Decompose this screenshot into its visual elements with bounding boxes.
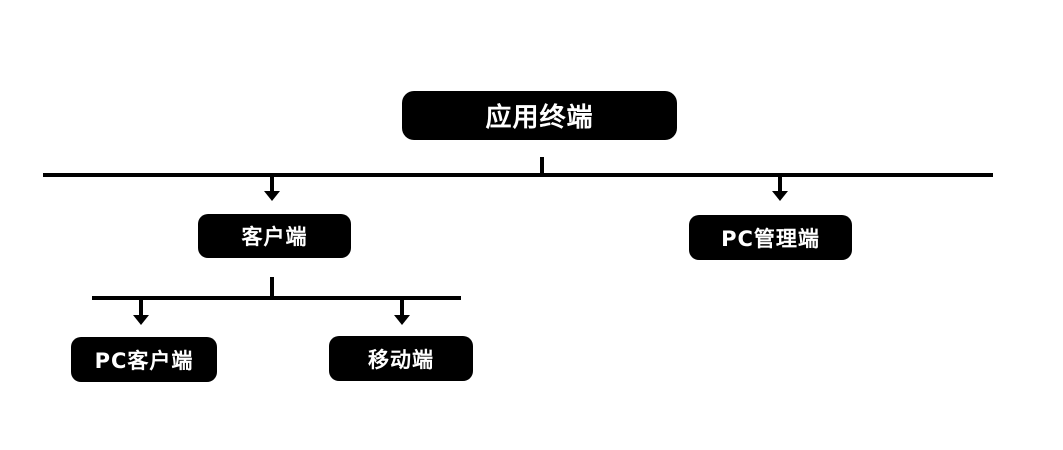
node-client: 客户端 xyxy=(198,214,351,258)
node-pc-client-label: PC客户端 xyxy=(94,348,194,373)
arrow-down-to-pc-admin-icon xyxy=(772,191,788,201)
connector-stub-root xyxy=(540,157,544,175)
node-pc-admin-label: PC管理端 xyxy=(721,226,820,251)
connector-shaft-to-pc-admin xyxy=(778,177,782,192)
connector-shaft-to-client xyxy=(270,177,274,192)
arrow-down-to-client-icon xyxy=(264,191,280,201)
connector-shaft-to-pc-client xyxy=(139,300,143,316)
connector-hline-level1 xyxy=(43,173,993,177)
node-mobile: 移动端 xyxy=(329,336,473,381)
arrow-down-to-pc-client-icon xyxy=(133,315,149,325)
node-mobile-label: 移动端 xyxy=(368,347,434,372)
connector-shaft-to-mobile xyxy=(400,300,404,316)
connector-hline-level2 xyxy=(92,296,461,300)
arrow-down-to-mobile-icon xyxy=(394,315,410,325)
node-application-terminal: 应用终端 xyxy=(402,91,677,140)
node-application-terminal-label: 应用终端 xyxy=(485,103,594,133)
node-pc-admin: PC管理端 xyxy=(689,215,852,260)
node-client-label: 客户端 xyxy=(241,225,308,249)
connector-stub-client xyxy=(270,277,274,298)
node-pc-client: PC客户端 xyxy=(71,337,217,382)
